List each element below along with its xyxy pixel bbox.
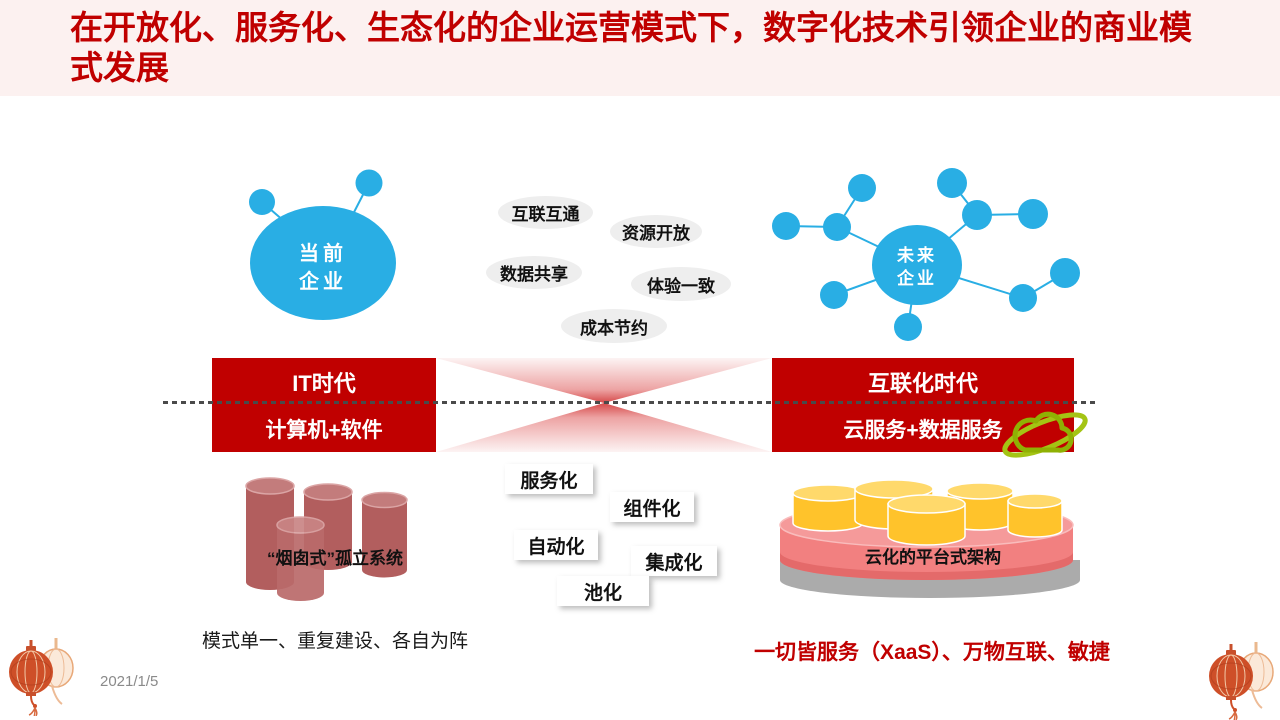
- benefit-bubble: 成本节约: [561, 309, 667, 343]
- platform-gold-cylinder: [1007, 493, 1063, 538]
- platform-gold-cylinder: [792, 484, 864, 532]
- current-enterprise-cluster: 当前 企业: [249, 169, 396, 320]
- network-node: [355, 169, 383, 197]
- platform-label: 云化的平台式架构: [865, 548, 1001, 567]
- benefit-bubble: 互联互通: [498, 196, 593, 229]
- internet-era-banner: 互联化时代 云服务+数据服务: [772, 358, 1074, 452]
- lantern-front: [1209, 644, 1253, 720]
- it-era-subtitle: 计算机+软件: [265, 418, 383, 442]
- dashed-divider: [163, 401, 1097, 404]
- cloud-outline: [1012, 411, 1074, 453]
- lantern-icon: [1209, 642, 1274, 720]
- future-enterprise-bubble: [872, 225, 962, 305]
- benefit-bubble: 数据共享: [486, 256, 582, 289]
- internet-era-title: 互联化时代: [867, 370, 978, 396]
- internet-era-subtitle: 云服务+数据服务: [843, 418, 1003, 442]
- cloud-platform: [779, 480, 1080, 598]
- lantern-icon: [9, 638, 74, 716]
- future-enterprise-label-line1: 未来: [896, 245, 937, 265]
- transform-label: 池化: [557, 576, 649, 606]
- transform-label: 集成化: [631, 546, 717, 576]
- slide-title: 在开放化、服务化、生态化的企业运营模式下，数字化技术引领企业的商业模式发展: [70, 9, 1192, 86]
- bowtie-upper-triangle: [436, 358, 772, 403]
- platform-caption: 一切皆服务（XaaS）、万物互联、敏捷: [754, 641, 1110, 664]
- cylinder: [361, 491, 408, 578]
- network-node: [249, 189, 275, 215]
- transition-bowtie: [436, 358, 772, 452]
- benefit-bubble: 体验一致: [631, 267, 731, 301]
- lantern-front: [9, 640, 53, 716]
- platform-gold-cylinder: [887, 494, 966, 546]
- benefit-bubble: 资源开放: [610, 215, 702, 248]
- current-enterprise-bubble: [250, 206, 396, 320]
- silo-label: “烟囱式”孤立系统: [267, 549, 403, 568]
- transform-label: 自动化: [514, 530, 598, 560]
- silo-cylinders: [245, 477, 408, 601]
- orbit-ring: [1002, 412, 1088, 458]
- network-nodes: [772, 168, 1080, 341]
- slide-date: 2021/1/5: [100, 673, 159, 690]
- future-enterprise-label-line2: 企业: [896, 268, 937, 288]
- transform-label: 组件化: [610, 492, 694, 522]
- legacy-caption: 模式单一、重复建设、各自为阵: [201, 631, 468, 652]
- it-era-title: IT时代: [292, 370, 356, 396]
- cylinder: [276, 516, 325, 601]
- current-enterprise-label-line1: 当前: [299, 241, 347, 265]
- cloud-orbit-icon: [1002, 411, 1088, 458]
- bowtie-lower-triangle: [436, 403, 772, 452]
- header-band: [0, 0, 1280, 96]
- future-enterprise-network: 未来 企业: [772, 168, 1080, 341]
- transform-label: 服务化: [505, 464, 593, 494]
- it-era-banner: IT时代 计算机+软件: [212, 358, 436, 452]
- current-enterprise-label-line2: 企业: [298, 269, 347, 293]
